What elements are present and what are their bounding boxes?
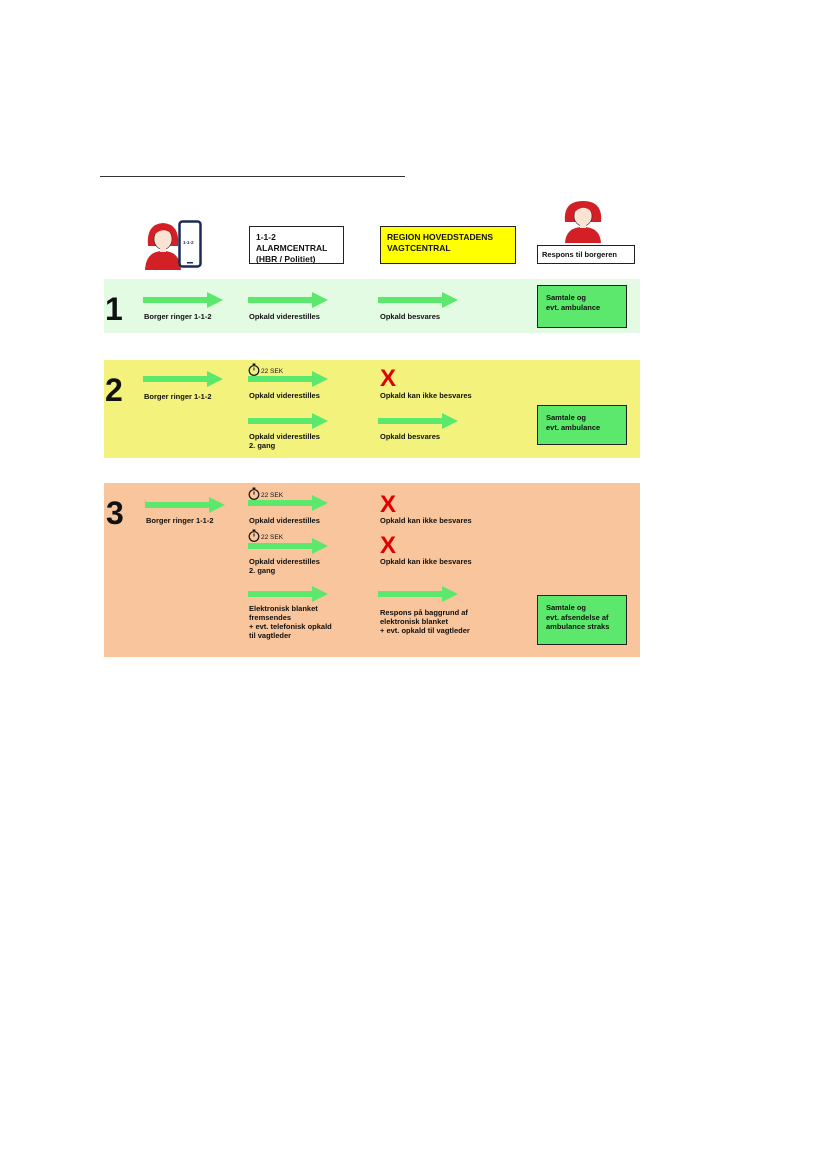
scenario-1-response-line2: evt. ambulance [546, 302, 601, 312]
scenario-3-answer-label: Respons på baggrund af elektronisk blank… [380, 608, 470, 635]
scenario-2-forward-label-2-line2: 2. gang [249, 441, 276, 450]
section-rule [100, 176, 405, 177]
scenario-3-forward-label-2-line1: Opkald viderestilles [249, 557, 320, 566]
scenario-3-response-box: Samtale og evt. afsendelse af ambulance … [537, 595, 627, 645]
scenario-3-forward-label-2: Opkald viderestilles 2. gang [249, 557, 320, 575]
scenario-3-forward-arrow-2 [248, 538, 328, 554]
scenario-3-fail-label-2: Opkald kan ikke besvares [380, 557, 472, 566]
scenario-3-number: 3 [106, 495, 124, 531]
scenario-2-number: 2 [105, 372, 123, 408]
scenario-1-call-arrow [143, 292, 223, 308]
scenario-1-forward-label: Opkald viderestilles [249, 312, 320, 321]
alarmcentral-subtitle: (HBR / Politiet) [256, 254, 316, 264]
scenario-1-response-box: Samtale og evt. ambulance [537, 285, 627, 328]
scenario-3-response-line1: Samtale og [546, 603, 587, 612]
scenario-2-response-line2: evt. ambulance [546, 422, 601, 432]
scenario-3-response-line2: evt. afsendelse af [546, 612, 609, 622]
scenario-2-timer-label: 22 SEK [261, 368, 284, 375]
scenario-2-response-line1: Samtale og [546, 413, 587, 422]
scenario-2-timer: 22 SEK [248, 363, 283, 376]
scenario-2-forward-label-2: Opkald viderestilles 2. gang [249, 432, 320, 450]
scenario-2-forward-arrow-2 [248, 413, 328, 429]
scenario-1-caller-label: Borger ringer 1-1-2 [144, 312, 212, 321]
scenario-3-blanket-line2: fremsendes [249, 613, 292, 622]
scenario-1-number: 1 [105, 291, 123, 327]
citizen-person-icon [564, 201, 602, 243]
scenario-1-answer-arrow [378, 292, 458, 308]
phone-icon [178, 220, 202, 268]
scenario-3-blanket-line4: til vagtleder [249, 631, 292, 640]
scenario-1-forward-arrow [248, 292, 328, 308]
respons-header: Respons til borgeren [537, 245, 635, 264]
scenario-3-forward-arrow-1 [248, 495, 328, 511]
scenario-2-call-arrow [143, 371, 223, 387]
scenario-3-fail-x-icon-2: X [380, 532, 397, 559]
scenario-3-timer-1: 22 SEK [248, 487, 283, 500]
scenario-3-caller-label: Borger ringer 1-1-2 [146, 516, 214, 525]
region-title-line2: VAGTCENTRAL [387, 243, 451, 253]
scenario-2-caller-label: Borger ringer 1-1-2 [144, 392, 212, 401]
scenario-3-blanket-arrow [248, 586, 328, 602]
stopwatch-icon [248, 487, 260, 500]
phone-label: 1-1-2 [183, 240, 194, 245]
scenario-3-answer-arrow [378, 586, 458, 602]
scenario-2-forward-label-1: Opkald viderestilles [249, 391, 320, 400]
scenario-3-timer-2: 22 SEK [248, 529, 283, 542]
scenario-3-response-line3: ambulance straks [546, 622, 610, 631]
scenario-3-timer-1-label: 22 SEK [261, 492, 284, 499]
scenario-1-answer-label: Opkald besvares [380, 312, 441, 321]
scenario-3-fail-x-icon-1: X [380, 491, 397, 518]
alarmcentral-title: 1-1-2 ALARMCENTRAL [256, 232, 328, 253]
scenario-2-forward-arrow-1 [248, 371, 328, 387]
scenario-3-blanket-line1: Elektronisk blanket [249, 604, 318, 613]
scenario-2-answer-label: Opkald besvares [380, 432, 441, 441]
scenario-2-forward-label-2-line1: Opkald viderestilles [249, 432, 320, 441]
scenario-3-blanket-line3: + evt. telefonisk opkald [249, 622, 332, 631]
scenario-3-answer-line1: Respons på baggrund af [380, 608, 468, 617]
scenario-3-call-arrow [145, 497, 225, 513]
region-title-line1: REGION HOVEDSTADENS [387, 232, 494, 242]
scenario-2-fail-x-icon: X [380, 365, 397, 392]
scenario-3-answer-line2: elektronisk blanket [380, 617, 448, 626]
scenario-3-forward-label-2-line2: 2. gang [249, 566, 276, 575]
scenario-3-answer-line3: + evt. opkald til vagtleder [380, 626, 470, 635]
scenario-3-forward-label-1: Opkald viderestilles [249, 516, 320, 525]
stopwatch-icon [248, 529, 260, 542]
scenario-3-blanket-label: Elektronisk blanket fremsendes + evt. te… [249, 604, 332, 640]
scenario-2-response-box: Samtale og evt. ambulance [537, 405, 627, 445]
region-header: REGION HOVEDSTADENS VAGTCENTRAL [380, 226, 516, 264]
scenario-2-answer-arrow [378, 413, 458, 429]
stopwatch-icon [248, 363, 260, 376]
scenario-3-timer-2-label: 22 SEK [261, 534, 284, 541]
scenario-2-fail-label: Opkald kan ikke besvares [380, 391, 472, 400]
alarmcentral-header: 1-1-2 ALARMCENTRAL (HBR / Politiet) [249, 226, 344, 264]
scenario-1-response-line1: Samtale og [546, 293, 587, 302]
scenario-3-fail-label-1: Opkald kan ikke besvares [380, 516, 472, 525]
caller-person-icon [145, 223, 181, 270]
